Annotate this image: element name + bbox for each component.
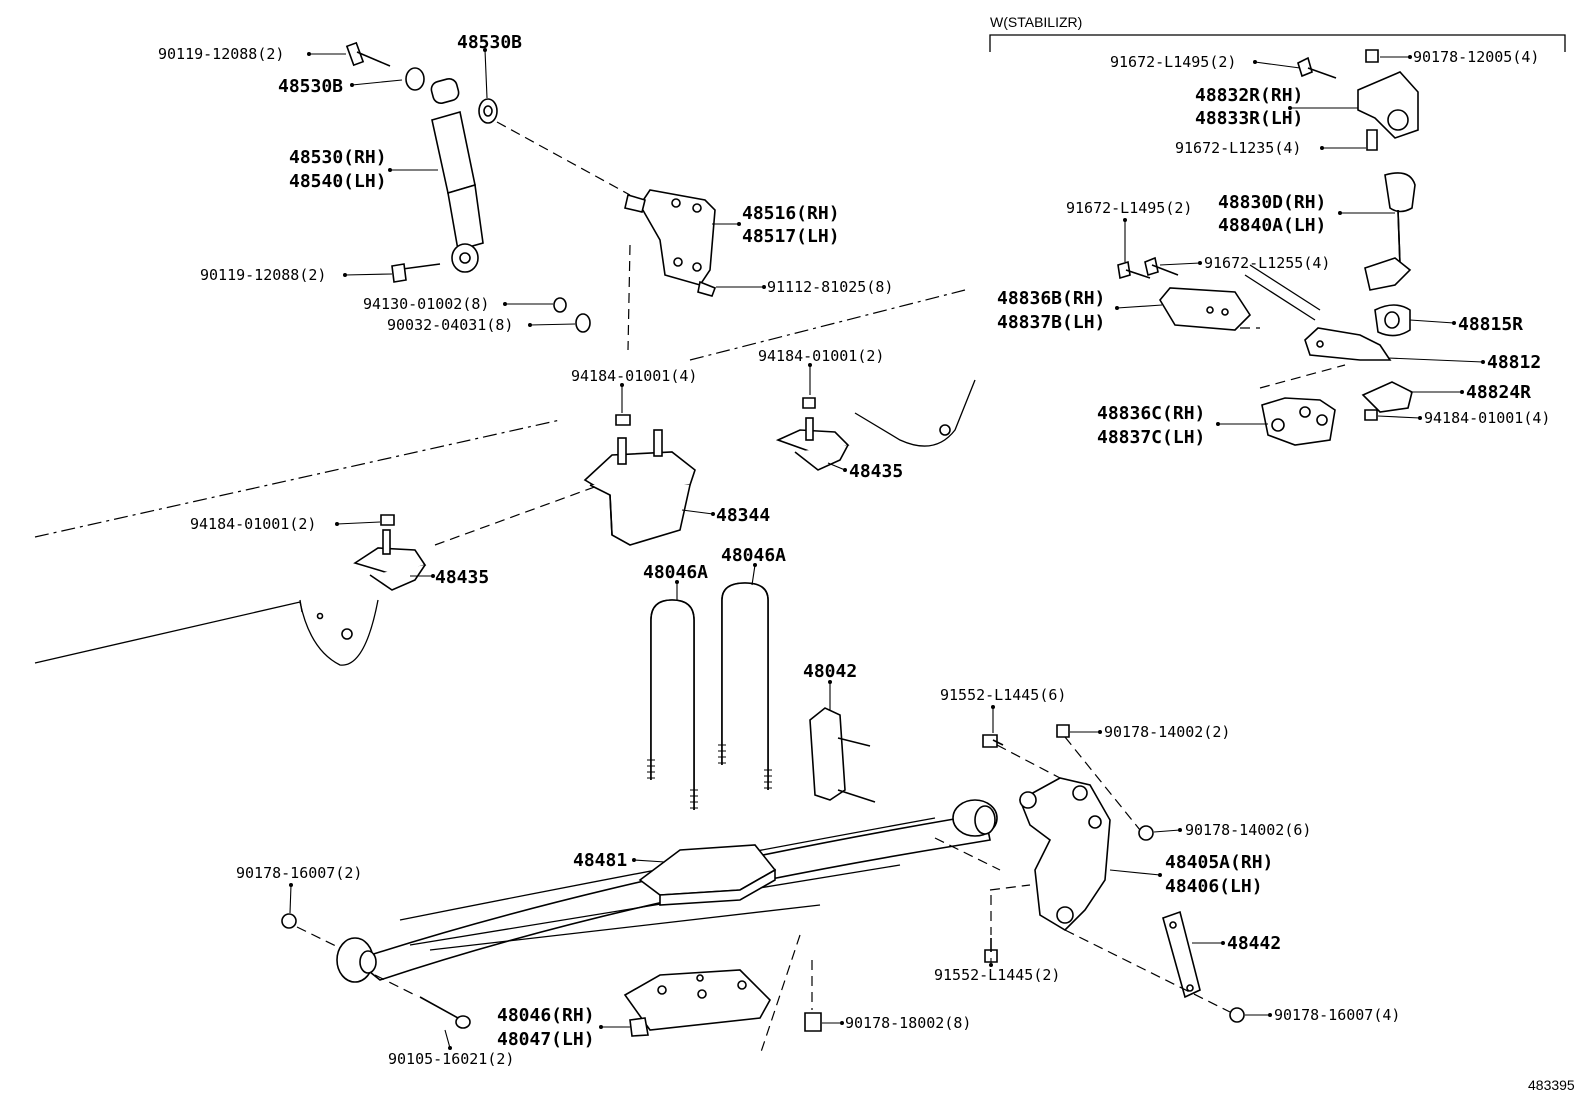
label-bolt-91552-top: 91552-L1445(6) [940,686,1066,704]
bump-stopper-center [583,414,696,546]
label-bumper-center: 48344 [716,505,770,526]
label-seat-rh: 48046(RH) [497,1005,595,1026]
stabilizer-group [989,34,1566,446]
fasteners [281,724,1245,1032]
label-shackle: 48442 [1227,933,1281,954]
label-stab-plate2-lh: 48837C(LH) [1097,427,1205,448]
label-stab-bolt-d: 91672-L1255(4) [1204,254,1330,272]
label-pad-48481: 48481 [573,850,627,871]
label-ubolt-left: 48046A [643,562,708,583]
spring-hanger [1018,777,1111,932]
label-stab-link-rh: 48830D(RH) [1218,192,1326,213]
spring-seat [623,969,771,1037]
label-nut-left: 94184-01001(2) [190,515,316,533]
label-stab-nut-b: 94184-01001(4) [1424,409,1550,427]
label-bumper-left: 48435 [435,567,489,588]
shock-bracket [624,189,717,297]
label-hanger-rh: 48405A(RH) [1165,852,1273,873]
label-nut-90178-14002-b: 90178-14002(6) [1185,821,1311,839]
u-bolt-left [647,599,698,810]
bump-stopper-right [775,397,850,471]
label-nut-mid-left: 94184-01001(4) [571,367,697,385]
label-washer-90032: 90032-04031(8) [387,316,513,334]
u-bolt-right [718,582,772,790]
label-ubolt-right: 48046A [721,545,786,566]
bump-stopper-left [353,514,427,591]
label-hanger-lh: 48406(LH) [1165,876,1263,897]
shock-absorber [345,41,591,333]
label-shock-rh: 48530(RH) [289,147,387,168]
label-bolt-top: 90119-12088(2) [158,45,284,63]
diagram-id: 483395 [1528,1077,1575,1093]
label-bolt-bottom: 90119-12088(2) [200,266,326,284]
label-nut-90178-14002-a: 90178-14002(2) [1104,723,1230,741]
label-nut-90178-16007-right: 90178-16007(4) [1274,1006,1400,1024]
label-shock-lh: 48540(LH) [289,171,387,192]
label-nut-90178-18002: 90178-18002(8) [845,1014,971,1032]
label-stab-plate2-rh: 48836C(RH) [1097,403,1205,424]
label-stab-bar: 48812 [1487,352,1541,373]
label-stab-plate-lh: 48837B(LH) [997,312,1105,333]
variant-header: W(STABILIZR) [990,14,1082,30]
label-stab-bracket-rh: 48832R(RH) [1195,85,1303,106]
label-bolt-91552-bottom: 91552-L1445(2) [934,966,1060,984]
label-nut-90178-16007-left: 90178-16007(2) [236,864,362,882]
label-bolt-91112: 91112-81025(8) [767,278,893,296]
label-stab-bolt-b: 91672-L1235(4) [1175,139,1301,157]
label-bolt-90105: 90105-16021(2) [388,1050,514,1068]
label-bracket-lh: 48517(LH) [742,226,840,247]
frame-rail [34,289,976,666]
spring-pad [638,844,777,906]
leader-lines [289,48,1485,1050]
label-stab-bolt-c: 91672-L1495(2) [1066,199,1192,217]
label-bracket-rh: 48516(RH) [742,203,840,224]
center-bolt-plate [809,707,876,803]
label-stab-bracket-lh: 48833R(LH) [1195,108,1303,129]
label-seat-lh: 48047(LH) [497,1029,595,1050]
label-stab-link-lh: 48840A(LH) [1218,215,1326,236]
label-plate-48042: 48042 [803,661,857,682]
label-stab-clamp: 48824R [1466,382,1531,403]
label-bumper-right: 48435 [849,461,903,482]
label-stab-bolt-a: 91672-L1495(2) [1110,53,1236,71]
label-stab-bushing: 48815R [1458,314,1523,335]
label-bushing-top-b: 48530B [278,76,343,97]
shackle [1162,910,1201,999]
label-nut-mid-right: 94184-01001(2) [758,347,884,365]
label-stab-nut-a: 90178-12005(4) [1413,48,1539,66]
label-bushing-top-a: 48530B [457,32,522,53]
label-nut-94130: 94130-01002(8) [363,295,489,313]
label-stab-plate-rh: 48836B(RH) [997,288,1105,309]
